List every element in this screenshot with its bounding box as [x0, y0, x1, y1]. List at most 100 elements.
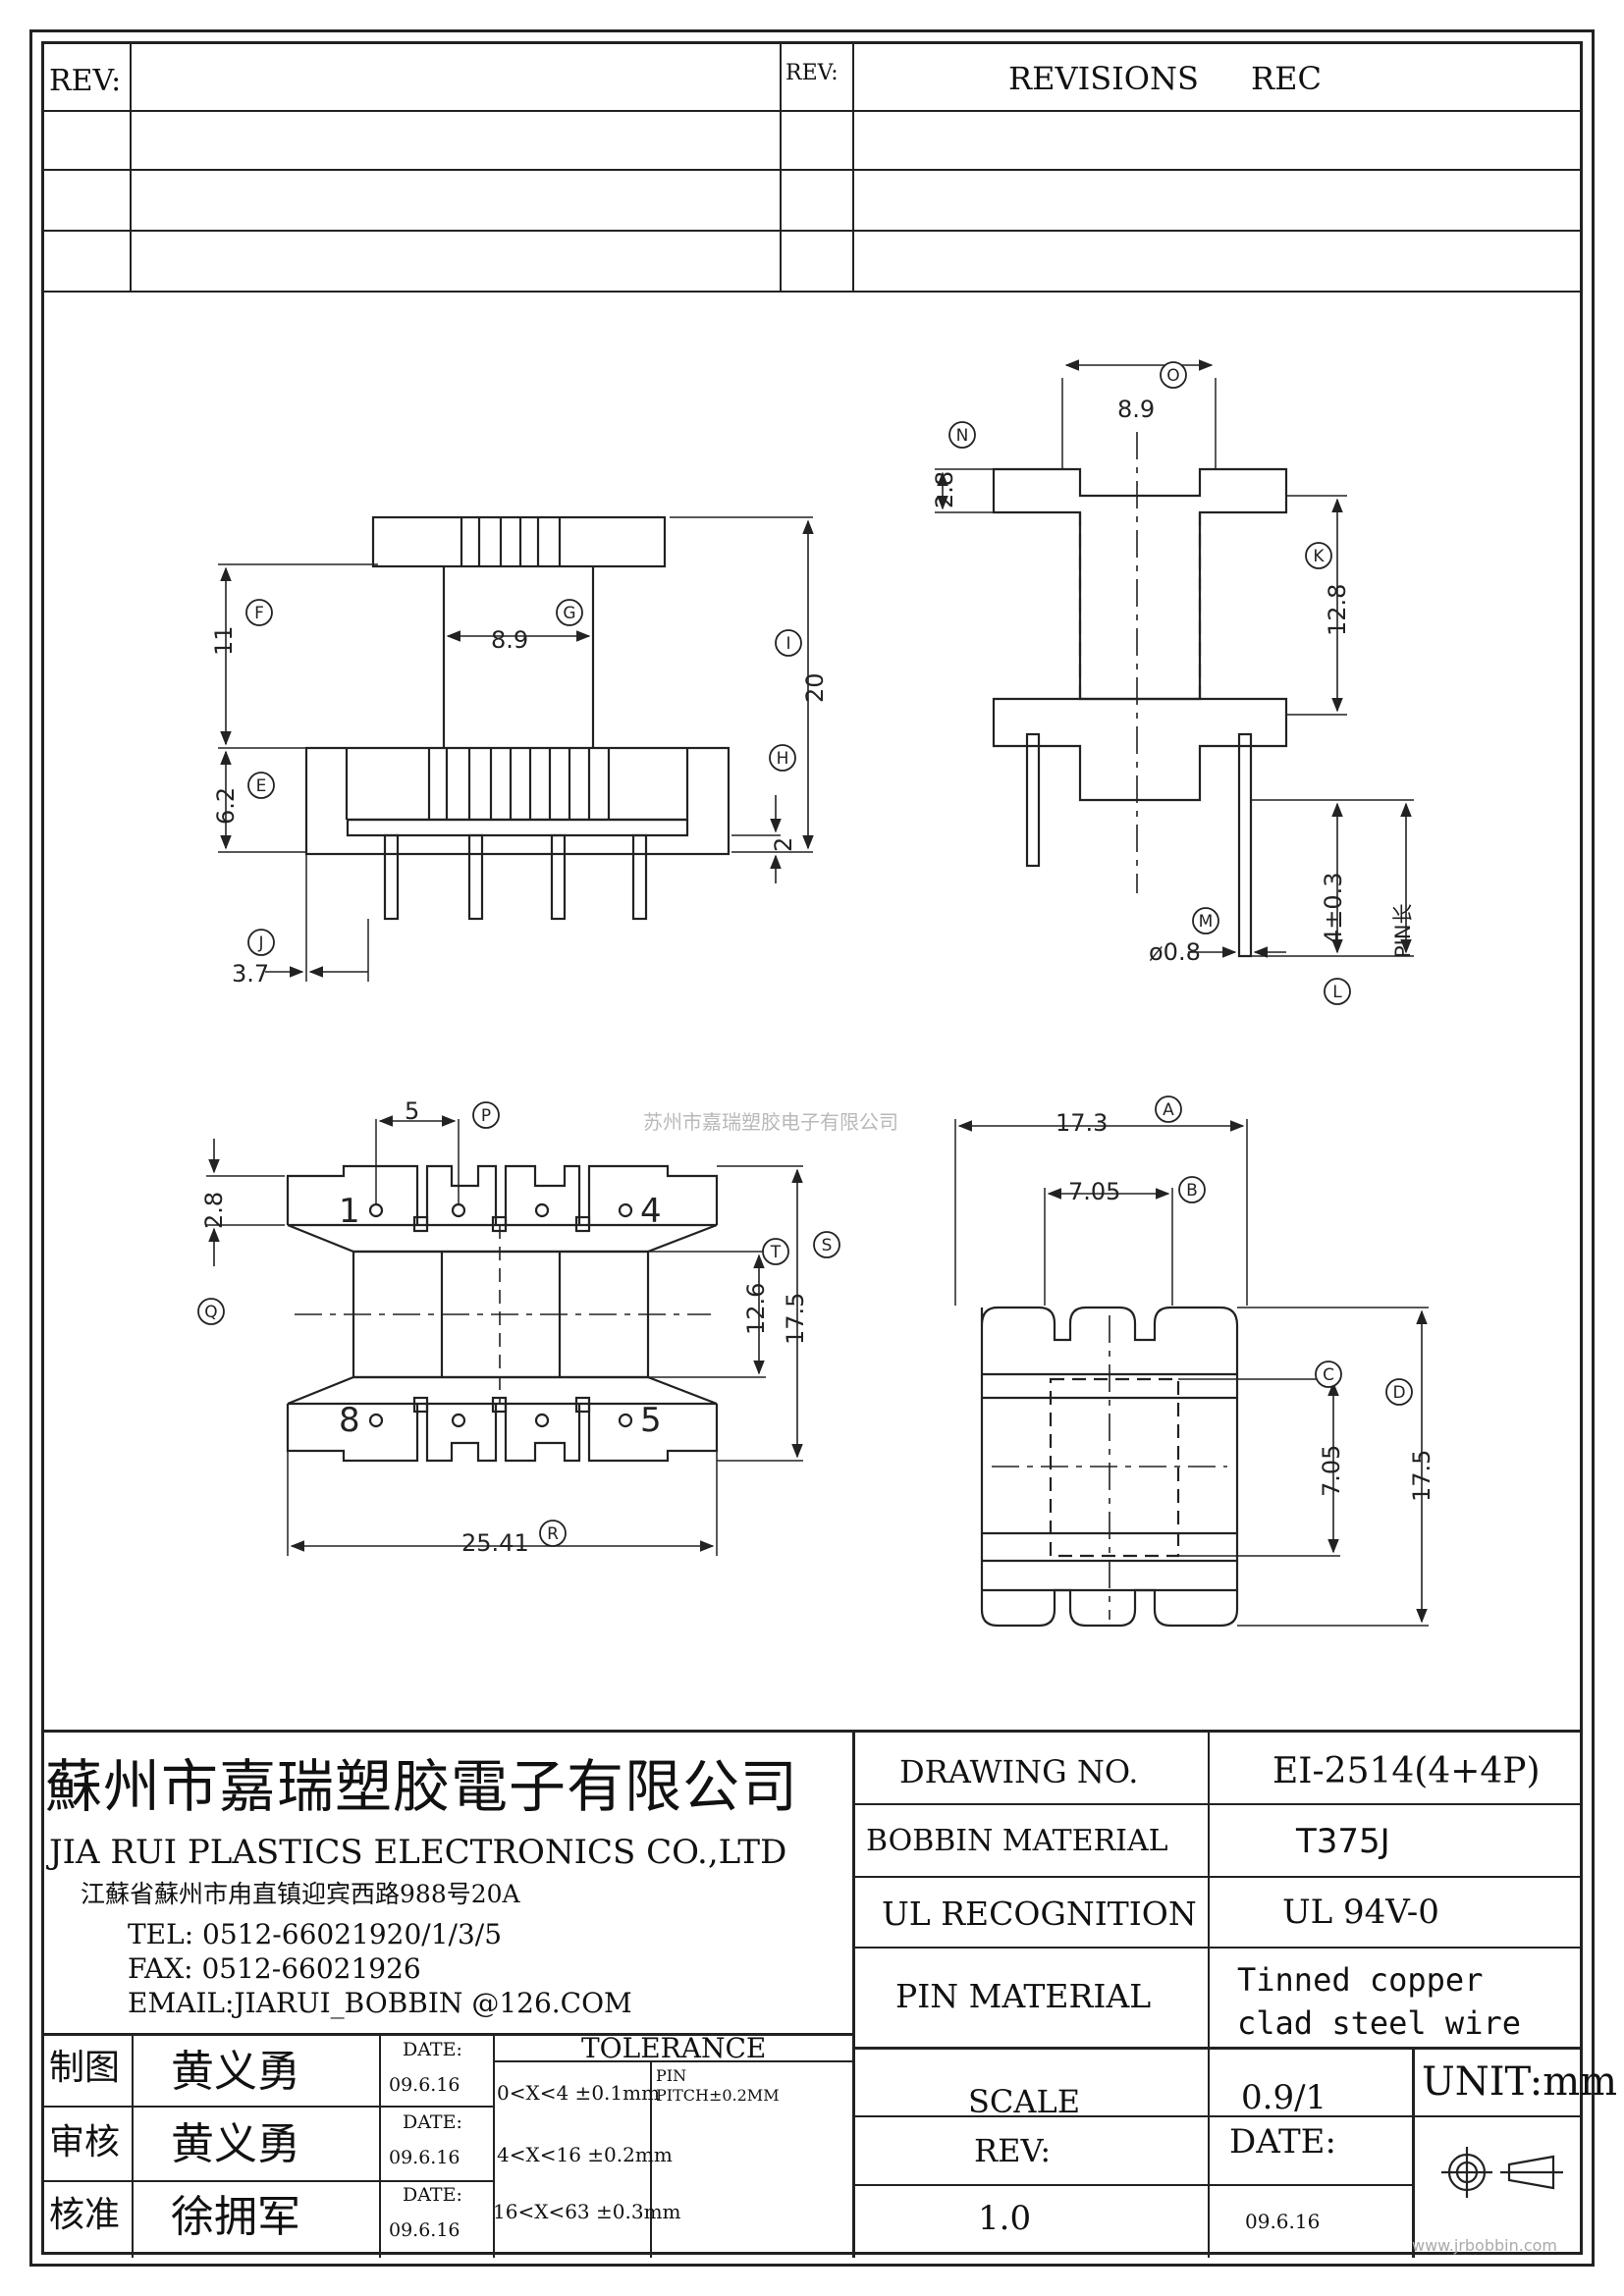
pin-number-4: 4	[640, 1192, 662, 1231]
pin-number-8: 8	[339, 1401, 360, 1440]
unit-label: UNIT:mm	[1422, 2059, 1618, 2105]
bobbin-material-label: BOBBIN MATERIAL	[866, 1824, 1168, 1858]
title-block: 蘇州市嘉瑞塑胶電子有限公司 JIA RUI PLASTICS ELECTRONI…	[41, 1730, 1617, 2258]
marker-j: J	[257, 934, 263, 953]
watermark-text: 苏州市嘉瑞塑胶电子有限公司	[643, 1110, 898, 1134]
marker-e: E	[256, 776, 267, 796]
drawing-inner-frame	[41, 41, 1583, 2255]
marker-m: M	[1199, 912, 1214, 932]
pin-material-label: PIN MATERIAL	[895, 1977, 1152, 2015]
tolerance-label: TOLERANCE	[581, 2032, 767, 2064]
drawing-no-value: EI-2514(4+4P)	[1272, 1751, 1541, 1791]
marker-f: F	[254, 604, 264, 623]
dim-top-12-6: 12.6	[742, 1283, 770, 1335]
dim-bottom-7-05-h: 7.05	[1068, 1178, 1120, 1205]
date-value: 09.6.16	[1245, 2210, 1321, 2233]
dim-top-17-5: 17.5	[782, 1293, 809, 1345]
scale-label: SCALE	[968, 2083, 1081, 2120]
signoff-date-checked: 09.6.16	[389, 2147, 460, 2168]
dim-top-2-8: 2.8	[200, 1192, 228, 1229]
dim-side-20: 20	[801, 672, 829, 703]
pin-number-5: 5	[640, 1401, 662, 1440]
signoff-name-checked: 黄义勇	[171, 2119, 300, 2169]
drawing-outer-frame	[29, 29, 1595, 2267]
marker-p: P	[481, 1106, 491, 1126]
signoff-date-drawn: 09.6.16	[389, 2074, 460, 2096]
dim-bottom-7-05-v: 7.05	[1318, 1445, 1345, 1497]
marker-n: N	[956, 426, 969, 446]
marker-d: D	[1392, 1383, 1405, 1403]
signoff-date-label-drawn: DATE:	[403, 2039, 462, 2060]
revision-table: REV: REV: REVISIONS REC	[41, 41, 1583, 294]
dim-bottom-17-5: 17.5	[1408, 1450, 1435, 1502]
dim-side-11: 11	[210, 625, 238, 656]
company-name-en: JIA RUI PLASTICS ELECTRONICS CO.,LTD	[49, 1833, 787, 1872]
pin-pitch-value: PITCH±0.2MM	[656, 2086, 780, 2105]
marker-s: S	[822, 1236, 833, 1255]
marker-o: O	[1166, 366, 1179, 386]
tolerance-range-1: 0<X<4 ±0.1mm	[497, 2081, 661, 2105]
rec-header: REC	[1251, 60, 1322, 97]
marker-b: B	[1186, 1181, 1198, 1201]
dim-side-8-9: 8.9	[491, 626, 528, 654]
company-address: 江蘇省蘇州市甪直镇迎宾西路988号20A	[81, 1880, 520, 1908]
tolerance-range-3: 16<X<63 ±0.3mm	[493, 2200, 681, 2223]
marker-h: H	[777, 749, 789, 769]
pin-pitch-label: PIN	[656, 2066, 687, 2085]
signoff-role-checked: 审核	[49, 2122, 121, 2163]
rev-label: REV:	[974, 2132, 1052, 2169]
date-label: DATE:	[1229, 2122, 1336, 2162]
dim-end-pin-length: PIN长	[1391, 903, 1415, 958]
dim-side-2: 2	[770, 837, 797, 852]
marker-c: C	[1323, 1365, 1334, 1385]
dim-end-8-9: 8.9	[1117, 396, 1155, 423]
rev-label-left: REV:	[49, 64, 122, 98]
dim-end-2-8: 2.8	[931, 471, 958, 508]
pin-material-line1: Tinned copper	[1237, 1961, 1484, 1999]
pin-material-line2: clad steel wire	[1237, 2004, 1521, 2042]
signoff-date-label-approved: DATE:	[403, 2184, 462, 2206]
company-tel: TEL: 0512-66021920/1/3/5	[128, 1918, 503, 1950]
ul-recognition-value: UL 94V-0	[1282, 1893, 1439, 1932]
signoff-role-approved: 核准	[49, 2195, 121, 2235]
ul-recognition-label: UL RECOGNITION	[882, 1895, 1197, 1933]
pin-number-1: 1	[339, 1192, 360, 1231]
tolerance-range-2: 4<X<16 ±0.2mm	[497, 2143, 673, 2166]
signoff-name-drawn: 黄义勇	[171, 2047, 300, 2097]
marker-l: L	[1332, 983, 1342, 1002]
drawing-no-label: DRAWING NO.	[899, 1753, 1139, 1790]
scale-value: 0.9/1	[1241, 2078, 1327, 2117]
dim-end-12-8: 12.8	[1324, 584, 1351, 636]
dim-end-4-pm-0-3: 4±0.3	[1320, 872, 1347, 944]
dim-top-25-41: 25.41	[461, 1529, 529, 1557]
revisions-header: REVISIONS	[1008, 60, 1199, 97]
signoff-name-approved: 徐拥军	[171, 2192, 300, 2242]
dim-bottom-17-3: 17.3	[1056, 1109, 1108, 1137]
signoff-date-approved: 09.6.16	[389, 2219, 460, 2241]
marker-q: Q	[204, 1303, 217, 1322]
side-view	[218, 515, 814, 982]
marker-i: I	[785, 634, 790, 654]
dim-top-5: 5	[405, 1097, 419, 1125]
top-view	[206, 1115, 803, 1556]
company-fax: FAX: 0512-66021926	[128, 1952, 421, 1985]
dim-end-pin-dia: ø0.8	[1149, 938, 1201, 966]
marker-r: R	[547, 1524, 559, 1544]
rev-value: 1.0	[978, 2199, 1032, 2238]
footer-watermark: www.jrbobbin.com	[1412, 2236, 1557, 2255]
signoff-role-drawn: 制图	[49, 2048, 121, 2088]
company-email: EMAIL:JIARUI_BOBBIN @126.COM	[128, 1987, 632, 2019]
company-name-cn: 蘇州市嘉瑞塑胶電子有限公司	[45, 1753, 799, 1820]
signoff-date-label-checked: DATE:	[403, 2111, 462, 2133]
marker-g: G	[563, 604, 575, 623]
dim-side-3-7: 3.7	[232, 960, 269, 988]
bottom-view	[954, 1119, 1429, 1628]
marker-k: K	[1313, 547, 1325, 566]
bobbin-material-value: T375J	[1296, 1822, 1390, 1861]
dim-side-6-2: 6.2	[212, 787, 240, 825]
end-view	[935, 359, 1414, 958]
projection-symbol-icon	[1441, 2147, 1563, 2198]
marker-a: A	[1163, 1100, 1174, 1120]
marker-t: T	[770, 1243, 782, 1262]
rev-label-right: REV:	[785, 61, 839, 85]
